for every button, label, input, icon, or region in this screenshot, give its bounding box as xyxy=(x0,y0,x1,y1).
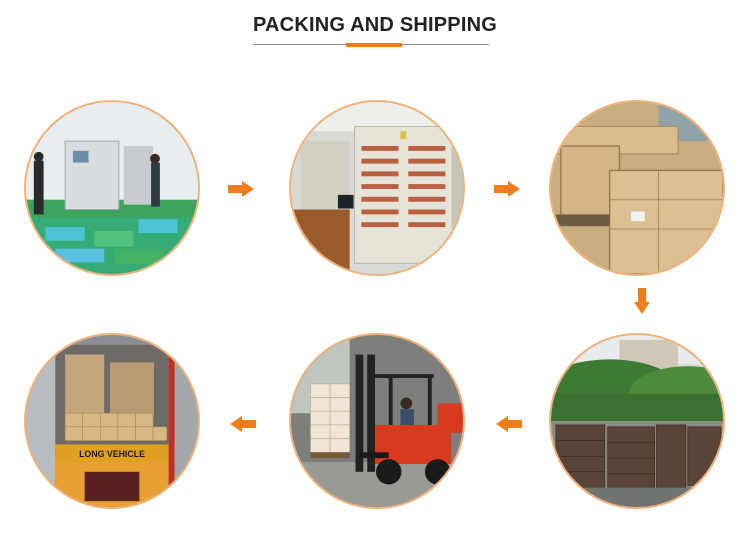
photo-forklift-loading-pallet xyxy=(289,333,465,509)
photo-battery-assembly-workshop xyxy=(24,100,200,276)
photo-palletized-cartons-outdoors xyxy=(549,333,725,509)
arrow-left-icon xyxy=(496,416,522,432)
arrow-right-icon xyxy=(228,181,254,197)
page-title: PACKING AND SHIPPING xyxy=(252,14,498,36)
photo-battery-testing-cabinets xyxy=(289,100,465,276)
title-accent-bar xyxy=(346,43,402,47)
truck-sign: LONG VEHICLE xyxy=(79,449,145,459)
arrow-down-icon xyxy=(634,288,650,314)
photo-container-truck-loading: LONG VEHICLE xyxy=(24,333,200,509)
photo-wooden-crates xyxy=(549,100,725,276)
arrow-left-icon xyxy=(230,416,256,432)
arrow-right-icon xyxy=(494,181,520,197)
